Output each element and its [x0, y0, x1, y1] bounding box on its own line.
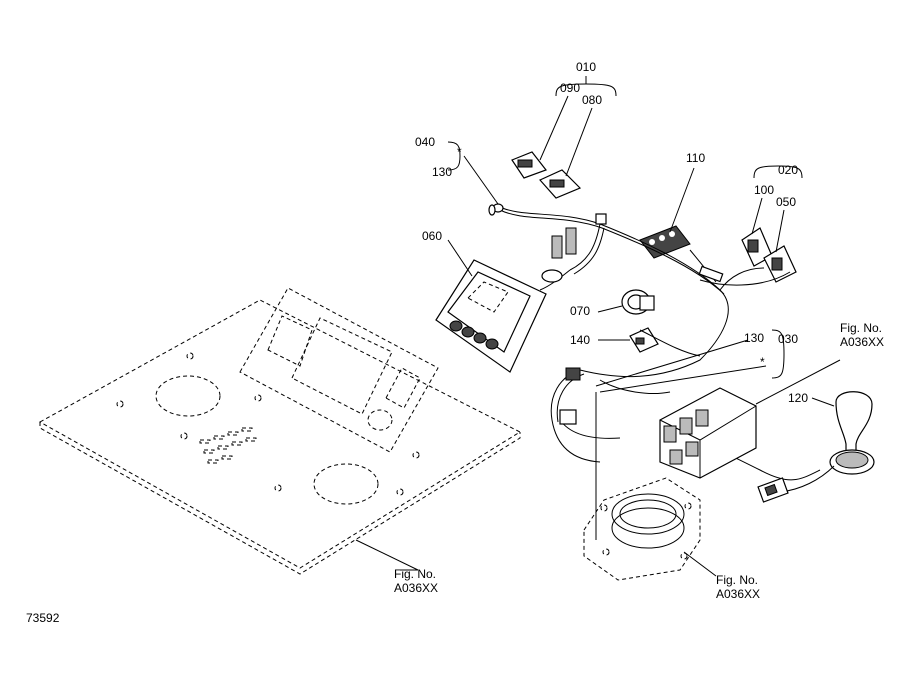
fig-ref-1-number: A036XX [840, 335, 884, 349]
wiring-harness [488, 203, 821, 481]
part-labels: 010 090 080 040 130 * 110 020 100 050 06… [26, 60, 884, 625]
valve-block[interactable] [659, 387, 757, 479]
label-070: 070 [570, 304, 590, 318]
switch-100-050[interactable] [741, 227, 797, 283]
label-100: 100 [754, 183, 774, 197]
label-120: 120 [788, 391, 808, 405]
label-110: 110 [686, 151, 705, 165]
fig-ref-1-title: Fig. No. [840, 321, 882, 335]
fig-ref-3-number: A036XX [716, 587, 760, 601]
monitor-part[interactable] [435, 259, 547, 373]
joystick-120[interactable] [757, 391, 875, 503]
switch-090-080[interactable] [511, 151, 582, 199]
label-020: 020 [778, 163, 798, 177]
slot-grid [199, 427, 257, 464]
label-130-top: 130 [432, 165, 452, 179]
label-030: 030 [778, 332, 798, 346]
label-080: 080 [582, 93, 602, 107]
leader-lines [355, 76, 841, 577]
label-090: 090 [560, 81, 580, 95]
fig-ref-2-number: A036XX [394, 581, 438, 595]
label-star-right: * [760, 355, 765, 369]
label-140: 140 [570, 333, 590, 347]
socket-070[interactable] [621, 289, 655, 315]
label-040: 040 [415, 135, 435, 149]
label-star-top: * [457, 145, 462, 159]
floor-panel [38, 287, 522, 575]
base-plate [583, 477, 701, 581]
label-060: 060 [422, 229, 442, 243]
label-010: 010 [576, 60, 596, 74]
label-050: 050 [776, 195, 796, 209]
fig-ref-2-title: Fig. No. [394, 567, 436, 581]
drawing-number: 73592 [26, 611, 60, 625]
label-130-right: 130 [744, 331, 764, 345]
fig-ref-3-title: Fig. No. [716, 573, 758, 587]
